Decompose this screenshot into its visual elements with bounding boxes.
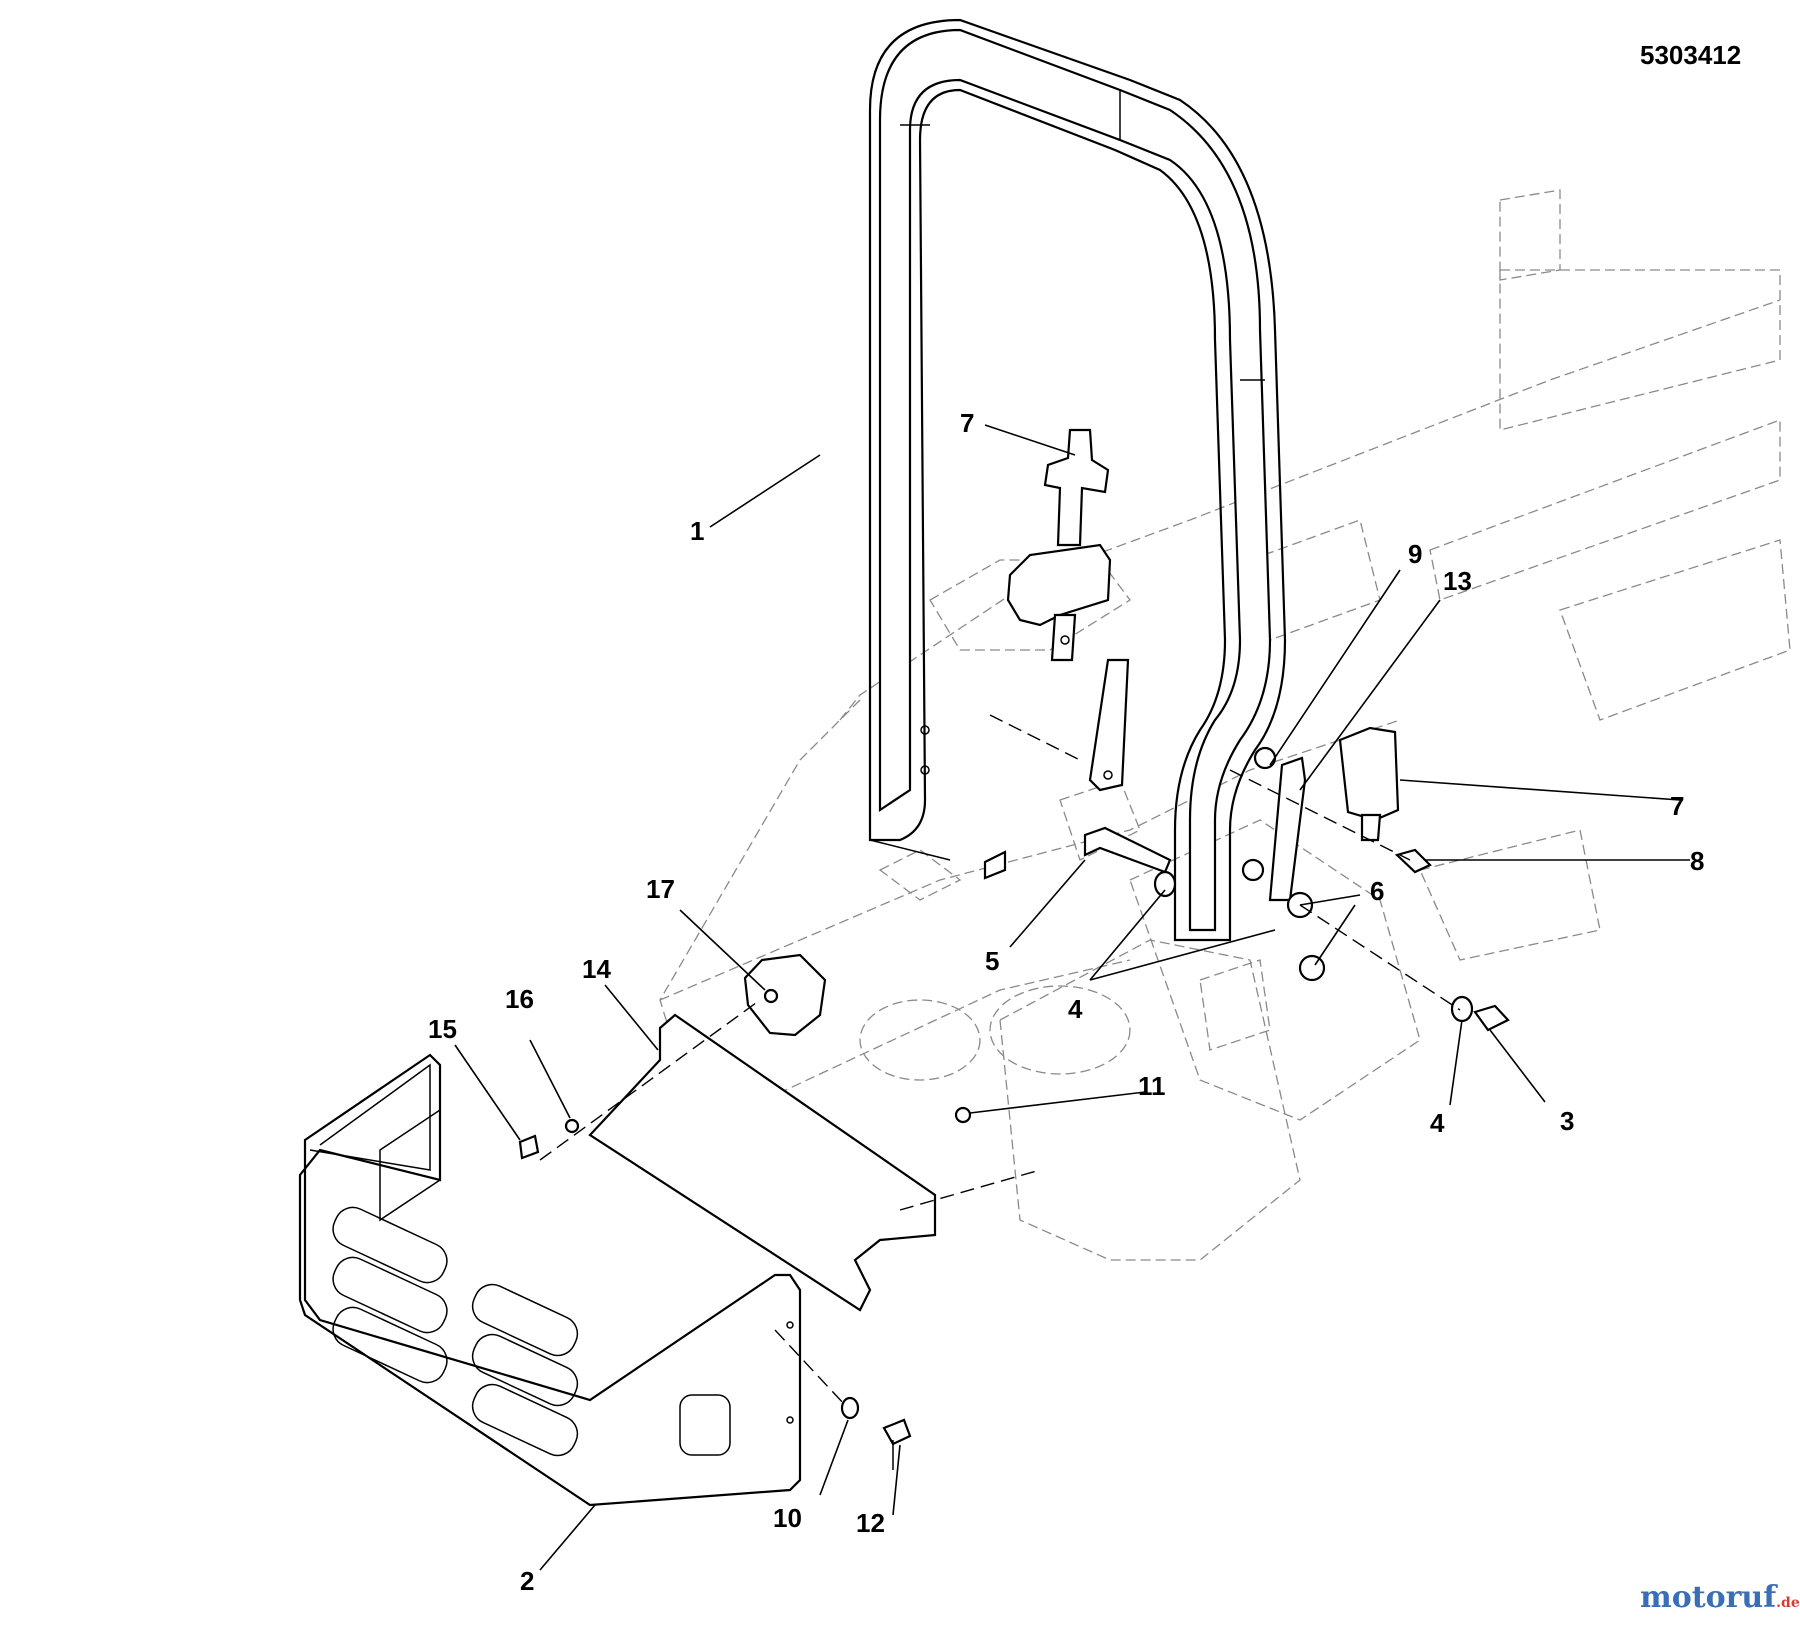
callout-6-a: 6 bbox=[1370, 876, 1384, 906]
callout-14: 14 bbox=[582, 954, 611, 984]
callout-12: 12 bbox=[856, 1508, 885, 1538]
callout-4-b: 4 bbox=[1430, 1108, 1445, 1138]
part-number: 5303412 bbox=[1640, 40, 1742, 70]
callout-9: 9 bbox=[1408, 539, 1422, 569]
mount-plate bbox=[588, 1013, 937, 1312]
callout-7-b: 7 bbox=[1670, 791, 1684, 821]
assembly-lines bbox=[539, 714, 1461, 1406]
callout-3: 3 bbox=[1560, 1106, 1574, 1136]
seat-belt-strap bbox=[1006, 428, 1130, 792]
seat-belt-buckle bbox=[1338, 726, 1400, 842]
callout-4-a: 4 bbox=[1068, 994, 1083, 1024]
decal bbox=[743, 953, 827, 1037]
callout-2: 2 bbox=[520, 1566, 534, 1596]
callout-17: 17 bbox=[646, 874, 675, 904]
watermark-suffix: .de bbox=[1776, 1595, 1800, 1611]
callout-5: 5 bbox=[985, 946, 999, 976]
mower-frame-ghost bbox=[659, 189, 1791, 1261]
callout-labels: 1 2 3 4 4 4 5 6 6 7 7 8 9 10 11 12 13 14… bbox=[428, 408, 1704, 1596]
callout-13: 13 bbox=[1443, 566, 1472, 596]
watermark-logo: motoruf.de bbox=[1640, 1580, 1800, 1615]
callout-10: 10 bbox=[773, 1503, 802, 1533]
roll-bar bbox=[868, 18, 1287, 942]
callout-7-a: 7 bbox=[960, 408, 974, 438]
mount-bracket bbox=[1268, 756, 1307, 902]
front-guard bbox=[298, 1053, 802, 1507]
callout-1: 1 bbox=[690, 516, 704, 546]
watermark-text: motoruf bbox=[1640, 1580, 1777, 1615]
callout-15: 15 bbox=[428, 1014, 457, 1044]
hardware bbox=[518, 746, 1510, 1470]
leader-lines bbox=[454, 424, 1690, 1571]
callout-16: 16 bbox=[505, 984, 534, 1014]
callout-11: 11 bbox=[1138, 1071, 1166, 1101]
callout-8: 8 bbox=[1690, 846, 1704, 876]
